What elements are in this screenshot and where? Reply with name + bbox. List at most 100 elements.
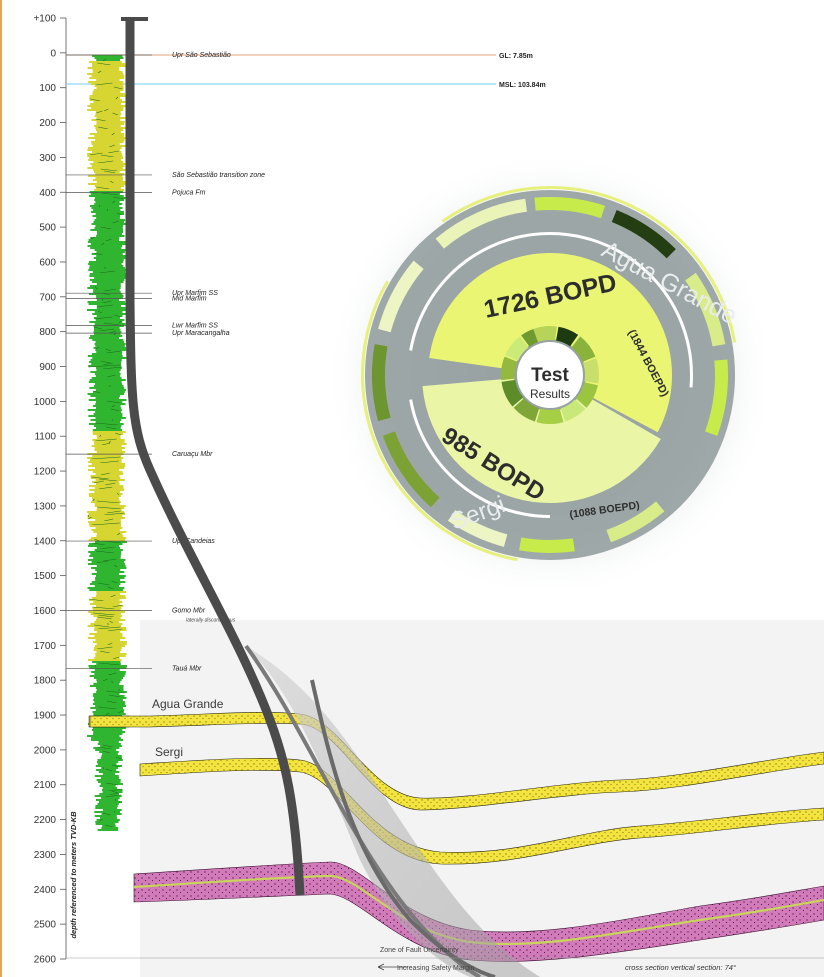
log-trace: [114, 314, 122, 318]
axis-tick-label: 1200: [34, 467, 57, 478]
log-sample: [87, 109, 124, 111]
log-sample: [96, 231, 124, 233]
log-sample: [93, 391, 125, 393]
log-sample: [92, 609, 121, 611]
log-sample: [90, 83, 124, 85]
log-trace: [107, 150, 119, 154]
outer-arc-segment: [447, 510, 508, 547]
log-sample: [95, 259, 124, 261]
log-sample: [87, 245, 123, 247]
log-sample: [102, 791, 123, 793]
log-sample: [94, 135, 125, 137]
log-sample: [90, 623, 123, 625]
log-sample: [98, 741, 119, 743]
log-sample: [89, 61, 122, 63]
log-sample: [94, 645, 126, 647]
log-trace: [112, 112, 119, 116]
log-trace: [96, 110, 103, 114]
log-sample: [91, 75, 125, 77]
log-trace: [88, 364, 121, 368]
log-trace: [91, 456, 121, 460]
log-sample: [95, 473, 124, 475]
log-trace: [108, 586, 114, 590]
inner-ring: [501, 326, 599, 425]
log-sample: [92, 481, 120, 483]
log-trace: [93, 612, 115, 616]
axis-tick-label: 2000: [34, 745, 57, 756]
log-sample: [94, 189, 125, 191]
log-sample: [90, 243, 127, 245]
log-sample: [95, 129, 124, 131]
log-sample: [92, 711, 124, 713]
log-sample: [96, 131, 121, 133]
formation-top-note: laterally discontinuous: [186, 618, 236, 624]
log-trace: [91, 522, 120, 526]
log-sample: [87, 511, 125, 513]
log-sample: [96, 305, 122, 307]
log-sample: [87, 287, 121, 289]
log-sample: [96, 565, 126, 567]
outer-arc-segment: [534, 196, 606, 219]
cross-section-label: cross section vertical section: 74°: [625, 963, 736, 972]
axis-tick-label: 900: [39, 362, 56, 373]
log-trace: [102, 362, 113, 366]
outer-arc-segment: [382, 431, 440, 508]
log-sample: [95, 401, 123, 403]
log-sample: [92, 471, 123, 473]
inner-ring-segment: [521, 328, 539, 347]
center-hub: [517, 342, 583, 408]
log-trace: [98, 486, 113, 490]
log-sample: [89, 321, 123, 323]
axis-tick-label: 2500: [34, 920, 57, 931]
log-sample: [87, 393, 125, 395]
outer-arc-segment: [519, 537, 575, 553]
log-sample: [87, 149, 120, 151]
formation-top-label: São Sebastião transition zone: [172, 172, 265, 179]
depth-axis: +100010020030040050060070080090010001100…: [33, 14, 67, 966]
log-trace: [104, 482, 116, 486]
log-sample: [87, 73, 124, 75]
test-title: Test: [531, 365, 569, 386]
log-sample: [92, 91, 121, 93]
log-trace: [97, 506, 122, 510]
log-trace: [111, 580, 118, 584]
log-sample: [96, 315, 123, 317]
log-trace: [95, 422, 119, 426]
log-sample: [101, 827, 119, 829]
fault-line-2: [310, 679, 496, 977]
log-trace: [115, 432, 122, 436]
log-sample: [88, 263, 122, 265]
log-sample: [94, 249, 127, 251]
log-trace: [102, 300, 112, 304]
sergi-section-label: Sergi: [155, 745, 183, 759]
log-sample: [88, 399, 127, 401]
log-trace: [106, 510, 121, 514]
log-sample: [94, 447, 126, 449]
log-sample: [95, 577, 125, 579]
sergi-sector: [422, 378, 661, 503]
log-trace: [105, 348, 112, 352]
log-sample: [98, 771, 120, 773]
log-trace: [105, 238, 112, 242]
log-sample: [96, 689, 124, 691]
log-sample: [87, 515, 123, 517]
log-sample: [90, 419, 122, 421]
log-trace: [101, 154, 114, 158]
log-sample: [96, 761, 119, 763]
log-sample: [87, 309, 127, 311]
log-sample: [89, 667, 127, 669]
log-sample: [94, 657, 120, 659]
log-sample: [89, 489, 125, 491]
log-sample: [92, 145, 127, 147]
log-sample: [94, 491, 121, 493]
log-sample: [93, 699, 123, 701]
log-trace: [107, 374, 116, 378]
log-sample: [89, 589, 124, 591]
log-trace: [103, 108, 109, 112]
log-sample: [87, 355, 123, 357]
log-sample: [94, 673, 126, 675]
log-trace: [100, 650, 110, 654]
log-sample: [94, 425, 122, 427]
agua-grande-section-label: Agua Grande: [152, 697, 224, 711]
log-sample: [94, 199, 125, 201]
